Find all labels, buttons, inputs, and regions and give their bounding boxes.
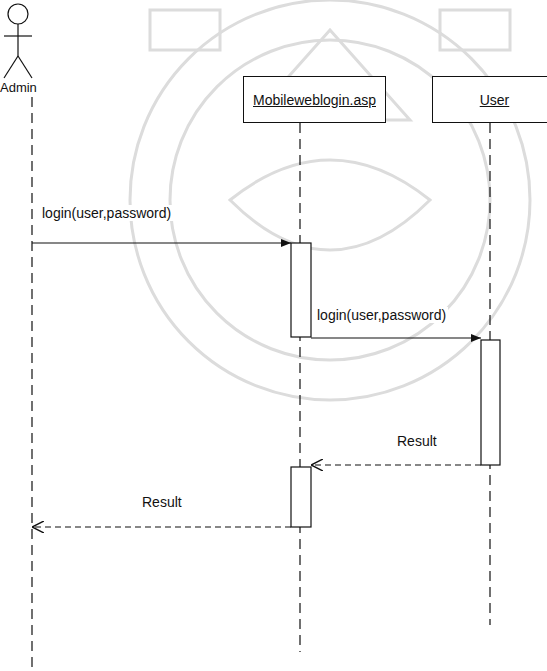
- message-label: login(user,password): [40, 205, 173, 221]
- activation-bar: [291, 467, 311, 527]
- message-label: Result: [140, 494, 184, 510]
- activation-bar: [291, 243, 311, 337]
- participant-name: Mobileweblogin.asp: [253, 92, 376, 108]
- participant-box: User: [432, 76, 547, 123]
- message-label: Result: [395, 433, 439, 449]
- stick-figure: [0, 0, 44, 80]
- return-message: [311, 464, 481, 465]
- actor: Admin: [0, 0, 44, 96]
- actor-name: Admin: [0, 80, 37, 95]
- activation-bar: [481, 340, 500, 465]
- message-arrow: [32, 242, 291, 243]
- lifeline: [299, 123, 300, 652]
- lifeline: [31, 97, 32, 671]
- lifelines: [32, 97, 490, 671]
- seal-watermark: [130, 0, 530, 400]
- activation-bars: [291, 243, 500, 527]
- message-label: login(user,password): [315, 307, 448, 323]
- return-message: [32, 526, 291, 527]
- participant-name: User: [480, 92, 510, 108]
- message-arrow: [311, 337, 481, 338]
- participant-box: Mobileweblogin.asp: [243, 76, 386, 123]
